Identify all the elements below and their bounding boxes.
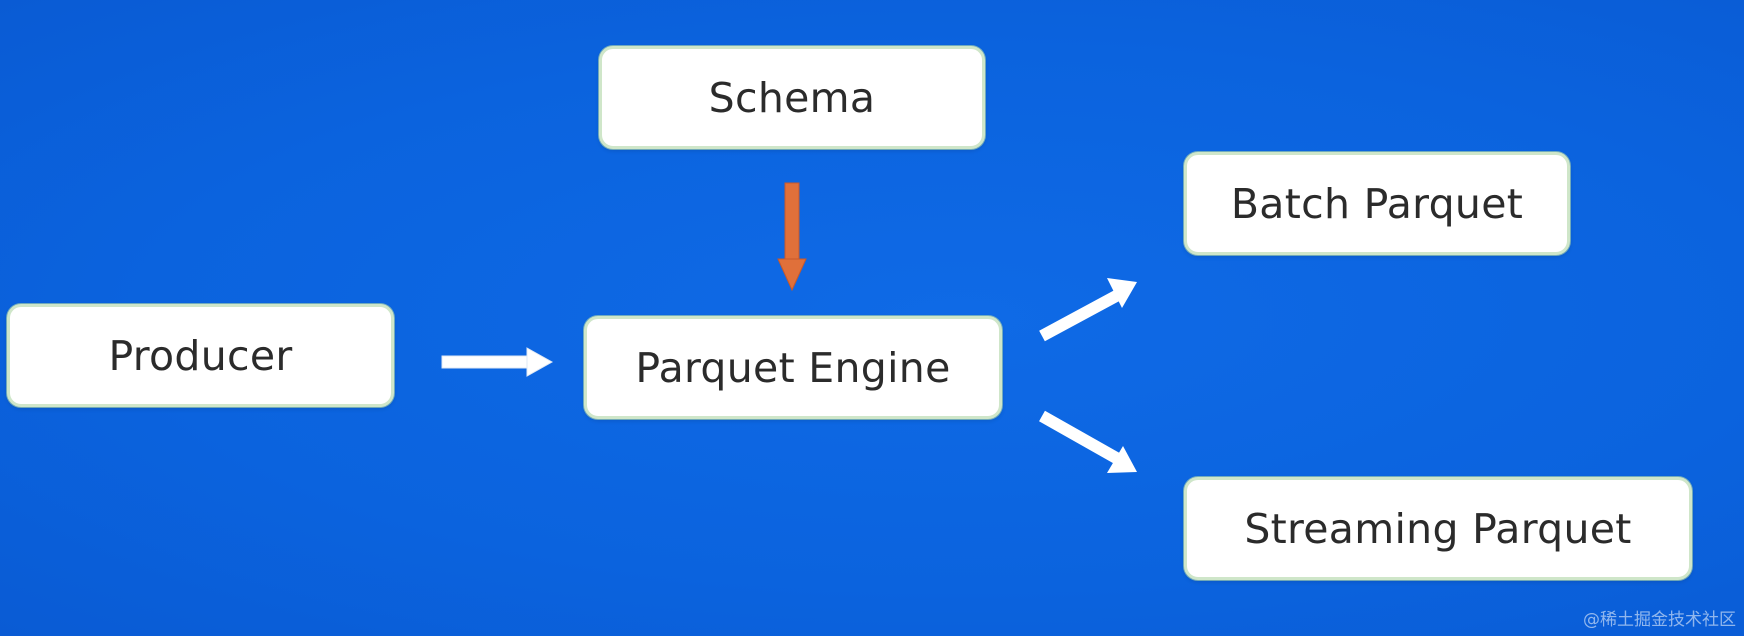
producer-node: Producer [7,304,394,407]
watermark: @稀土掘金技术社区 [1583,610,1736,630]
arrow-engine-to-streaming [1039,410,1137,473]
parquet-engine-node: Parquet Engine [584,316,1002,419]
batch-parquet-node: Batch Parquet [1184,152,1570,255]
parquet-engine-node-label: Parquet Engine [635,343,951,392]
producer-node-label: Producer [108,331,293,380]
streaming-parquet-node-label: Streaming Parquet [1244,504,1632,553]
streaming-parquet-node: Streaming Parquet [1184,477,1692,580]
arrow-producer-to-engine [441,347,554,377]
schema-node-label: Schema [708,73,876,122]
schema-node: Schema [599,46,985,149]
arrow-schema-to-engine [777,182,807,292]
arrow-engine-to-batch [1039,278,1137,342]
batch-parquet-node-label: Batch Parquet [1230,179,1524,228]
